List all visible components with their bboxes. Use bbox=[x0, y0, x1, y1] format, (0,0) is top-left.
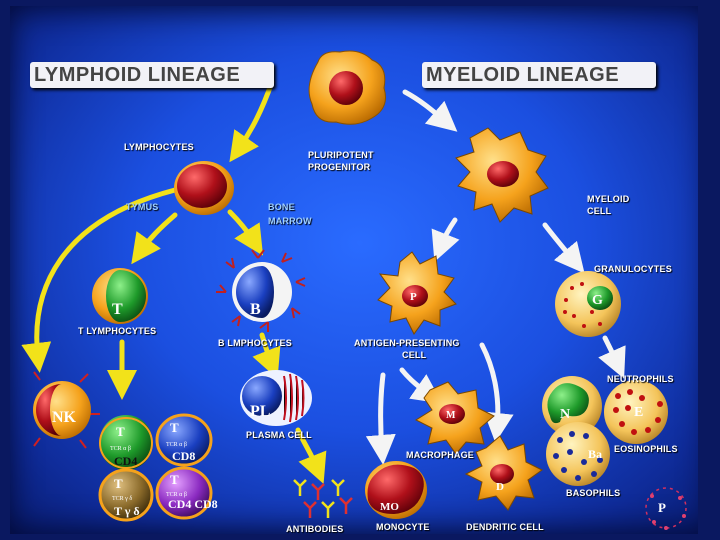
gd-t-letter: T bbox=[114, 476, 123, 491]
label-bone: BONE bbox=[268, 202, 295, 212]
arrow-myeloid-to-apc bbox=[431, 217, 460, 262]
letter-g: G bbox=[592, 293, 603, 308]
label-b-lymphocytes: B LMPHOCYTES bbox=[218, 338, 292, 348]
arrow-apc-to-dendritic bbox=[479, 342, 514, 443]
label-dendritic-cell: DENDRITIC CELL bbox=[466, 522, 544, 532]
cell-letters: T B NK PL P G M N E Ba MO D P bbox=[52, 291, 666, 515]
label-myeloid: MYELOID bbox=[587, 194, 630, 204]
myeloid-lineage-title: MYELOID LINEAGE bbox=[426, 64, 620, 86]
dn-label: CD4 CD8 bbox=[168, 497, 218, 511]
nk-cell bbox=[33, 371, 100, 449]
myeloid-cell bbox=[455, 127, 549, 223]
dn-tcr: TCR α β bbox=[166, 492, 187, 498]
myeloid-title-box bbox=[422, 62, 656, 88]
platelet-p-cell bbox=[645, 487, 687, 530]
plasma-cell bbox=[240, 370, 312, 426]
label-basophils: BASOPHILS bbox=[566, 488, 621, 498]
letter-p: P bbox=[410, 291, 417, 303]
t-gamma-delta-cell bbox=[98, 468, 154, 522]
eosinophil-cell bbox=[604, 380, 668, 444]
label-monocyte: MONOCYTE bbox=[376, 522, 430, 532]
label-antibodies: ANTIBODIES bbox=[286, 524, 344, 534]
label-eosinophils: EOSINOPHILS bbox=[614, 444, 678, 454]
letter-m: M bbox=[446, 410, 456, 421]
dendritic-cell bbox=[464, 435, 543, 511]
arrow-b-to-plasma bbox=[252, 332, 281, 379]
label-antigen-presenting: ANTIGEN-PRESENTING bbox=[354, 338, 460, 348]
t-double-cell bbox=[155, 466, 213, 520]
label-granulocytes: GRANULOCYTES bbox=[594, 264, 672, 274]
dn-t-letter: T bbox=[170, 472, 179, 487]
arrow-apc-to-macrophage bbox=[399, 367, 443, 404]
lymphocyte-cell bbox=[174, 161, 234, 215]
arrow-progenitor-to-lymphocytes bbox=[229, 79, 275, 163]
monocyte-cell bbox=[365, 461, 427, 519]
arrow-progenitor-to-myeloid bbox=[402, 89, 458, 132]
cd8-label: CD8 bbox=[172, 449, 195, 463]
gd-tcr: TCR γ δ bbox=[112, 496, 132, 502]
letter-nk: NK bbox=[52, 409, 77, 426]
letter-d: D bbox=[496, 481, 504, 493]
label-tymus: TYMUS bbox=[126, 202, 159, 212]
cd4-t-letter: T bbox=[116, 424, 125, 439]
lymphoid-lineage-title: LYMPHOID LINEAGE bbox=[34, 64, 241, 86]
letter-b: B bbox=[250, 301, 261, 318]
neutrophil-cell bbox=[542, 376, 602, 436]
label-marrow: MARROW bbox=[268, 216, 312, 226]
antigen-presenting-cell bbox=[377, 251, 457, 335]
cd4-label: CD4 bbox=[114, 454, 137, 468]
label-myeloid-cell: CELL bbox=[587, 206, 612, 216]
pluripotent-progenitor-cell bbox=[308, 50, 386, 125]
macrophage-cell bbox=[414, 381, 495, 455]
t-cd4-cell bbox=[99, 415, 153, 470]
cd4-tcr: TCR α β bbox=[110, 446, 131, 452]
letter-p2: P bbox=[658, 500, 666, 515]
basophil-cell bbox=[546, 422, 610, 486]
t-cd8-cell bbox=[155, 413, 213, 467]
cd8-tcr: TCR α β bbox=[166, 442, 187, 448]
yellow-arrows bbox=[21, 79, 327, 484]
letter-mo: MO bbox=[380, 501, 399, 513]
label-pluripotent: PLURIPOTENT bbox=[308, 150, 374, 160]
granulocyte-cell bbox=[555, 271, 621, 337]
label-plasma-cell: PLASMA CELL bbox=[246, 430, 312, 440]
label-macrophage: MACROPHAGE bbox=[406, 450, 475, 460]
cd8-t-letter: T bbox=[170, 420, 179, 435]
label-neutrophils: NEUTROPHILS bbox=[607, 374, 674, 384]
arrow-apc-to-monocyte bbox=[365, 372, 396, 465]
letter-t: T bbox=[112, 301, 123, 318]
letter-pl: PL bbox=[250, 403, 270, 420]
lymphoid-title-box bbox=[30, 62, 274, 88]
label-progenitor: PROGENITOR bbox=[308, 162, 371, 172]
arrow-plasma-to-antibodies bbox=[295, 427, 327, 484]
arrow-lymphocytes-to-nk bbox=[21, 187, 178, 373]
arrow-granulocytes-to-neutrophils bbox=[598, 335, 626, 379]
label-lymphocytes: LYMPHOCYTES bbox=[124, 142, 194, 152]
arrow-lymphocytes-to-marrow bbox=[227, 209, 264, 256]
t-subset-labels: T TCR α β CD4 T TCR α β CD8 T TCR γ δ T … bbox=[110, 420, 218, 518]
antibodies bbox=[293, 479, 353, 518]
arrow-myeloid-to-granulocytes bbox=[542, 222, 585, 274]
gd-label: T γ δ bbox=[114, 504, 140, 518]
letter-e: E bbox=[634, 405, 643, 420]
letter-ba: Ba bbox=[588, 447, 602, 461]
b-lymphocyte-cell bbox=[216, 249, 306, 332]
label-antigen-presenting-cell: CELL bbox=[402, 350, 427, 360]
t-lymphocyte-cell bbox=[92, 268, 148, 324]
letter-n: N bbox=[560, 407, 570, 422]
label-t-lymphocytes: T LYMPHOCYTES bbox=[78, 326, 157, 336]
arrow-lymphocytes-to-thymus bbox=[131, 212, 178, 265]
